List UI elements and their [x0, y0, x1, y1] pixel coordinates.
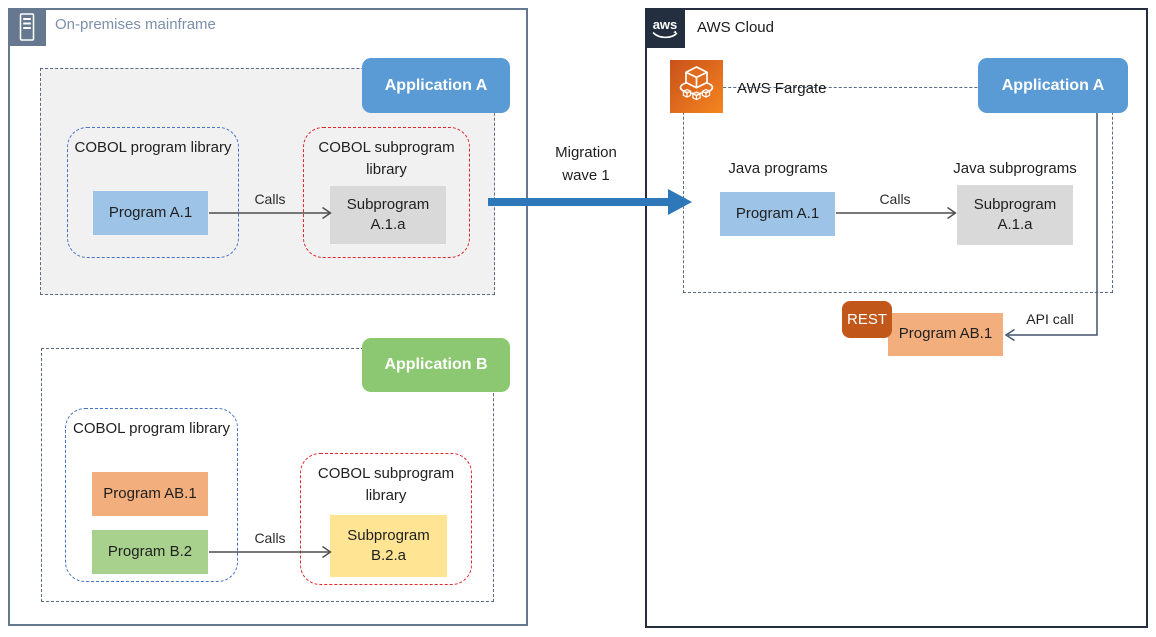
- app-a-label: Application A: [362, 58, 510, 113]
- subprogram-a1a-box-aws: Subprogram A.1.a: [957, 185, 1073, 245]
- aws-cloud-container: [645, 8, 1148, 628]
- fargate-label: AWS Fargate: [737, 80, 827, 97]
- program-a1-box: Program A.1: [93, 191, 208, 235]
- cobol-program-library-a: COBOL program library: [67, 127, 239, 258]
- cobol-program-library-b-title: COBOL program library: [73, 420, 230, 437]
- svg-text:aws: aws: [653, 17, 678, 32]
- api-call-label: API call: [1026, 311, 1074, 327]
- java-subprograms-title: Java subprograms: [953, 160, 1077, 177]
- calls-label-app-b: Calls: [254, 530, 286, 546]
- app-b-label: Application B: [362, 338, 510, 392]
- java-programs-title: Java programs: [728, 160, 828, 177]
- calls-label-app-a: Calls: [254, 191, 286, 207]
- cobol-subprogram-library-b-title: COBOL subprogram library: [317, 465, 455, 504]
- aws-logo-icon: aws: [645, 8, 685, 48]
- onprem-container: [8, 8, 528, 626]
- migration-wave-label: Migration wave 1: [555, 144, 617, 184]
- program-ab1-box: Program AB.1: [92, 472, 208, 516]
- cobol-subprogram-library-a-title: COBOL subprogram library: [318, 139, 455, 178]
- cobol-subprogram-library-a: COBOL subprogram library: [303, 127, 470, 258]
- onprem-title: On-premises mainframe: [55, 16, 216, 33]
- mainframe-icon: [8, 8, 46, 46]
- subprogram-a1a-box: Subprogram A.1.a: [330, 186, 446, 244]
- program-ab1-box-aws: Program AB.1: [888, 313, 1003, 356]
- app-a-label-aws: Application A: [978, 58, 1128, 113]
- fargate-icon: [670, 60, 723, 113]
- calls-label-aws: Calls: [879, 191, 911, 207]
- cobol-subprogram-library-b: COBOL subprogram library: [300, 453, 472, 585]
- rest-badge: REST: [842, 301, 892, 338]
- aws-cloud-title: AWS Cloud: [697, 19, 774, 36]
- program-b2-box: Program B.2: [92, 530, 208, 574]
- program-a1-box-aws: Program A.1: [720, 192, 835, 236]
- cobol-program-library-b: COBOL program library: [65, 408, 238, 582]
- subprogram-b2a-box: Subprogram B.2.a: [330, 515, 447, 577]
- cobol-program-library-a-title: COBOL program library: [74, 139, 232, 156]
